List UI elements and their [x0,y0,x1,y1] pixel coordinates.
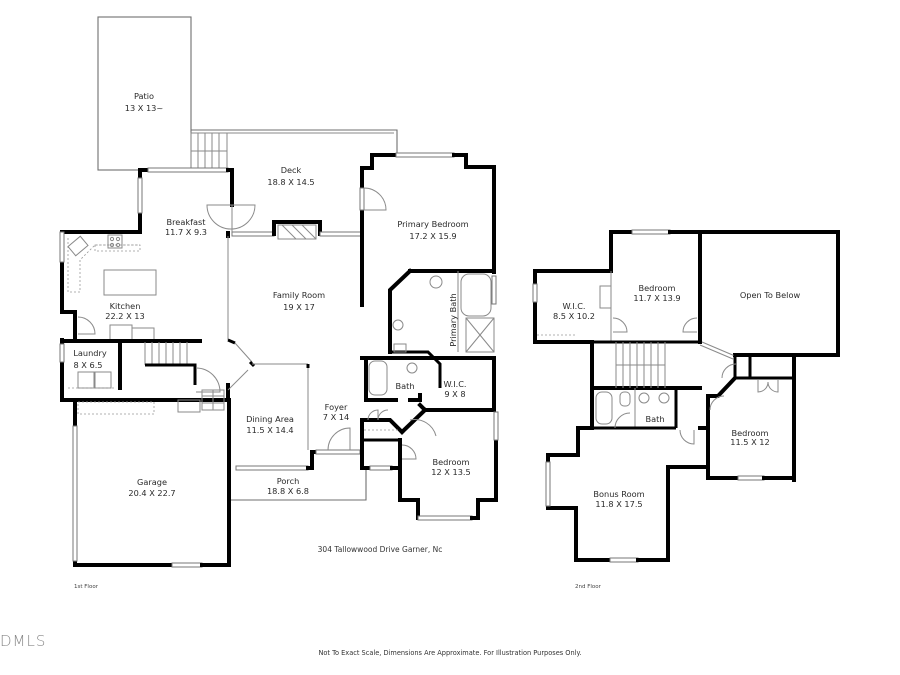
room-dims-bedroom-1: 12 X 13.5 [431,467,470,477]
fireplace [272,220,322,236]
kitchen-island [103,269,157,296]
second-floor-plan [532,229,840,563]
room-dims-laundry: 8 X 6.5 [73,360,102,370]
room-dims-bonus-room: 11.8 X 17.5 [595,499,642,509]
room-dims-garage: 20.4 X 22.7 [128,488,175,498]
breakfast-door [206,204,256,230]
room-name-bath-2: Bath [645,414,664,424]
room-name-bedroom-3: Bedroom [731,428,768,438]
room-dims-bedroom-3: 11.5 X 12 [730,437,769,447]
floor-label-2: 2nd Floor [575,584,602,590]
floor-label-1: 1st Floor [74,584,99,590]
room-name-bedroom-1: Bedroom [432,457,469,467]
upper-stairs [615,342,666,388]
room-dims-deck: 18.8 X 14.5 [267,177,314,187]
deck-stairs [190,132,228,171]
room-dims-patio: 13 X 13~ [125,103,164,113]
room-name-deck: Deck [281,165,302,175]
room-dims-family-room: 19 X 17 [283,302,315,312]
primary-bedroom-door [363,187,387,211]
property-address: 304 Tallowwood Drive Garner, Nc [318,545,443,554]
room-name-foyer: Foyer [325,402,348,412]
room-name-laundry: Laundry [73,348,107,358]
room-name-primary-bedroom: Primary Bedroom [397,219,468,229]
room-name-dining-area: Dining Area [246,414,294,424]
room-name-bonus-room: Bonus Room [593,489,644,499]
room-dims-kitchen: 22.2 X 13 [105,311,144,321]
room-dims-bedroom-2: 11.7 X 13.9 [633,293,680,303]
room-name-open-to-below: Open To Below [740,290,801,300]
room-name-wic-2: W.I.C. [562,301,585,311]
room-dims-dining-area: 11.5 X 14.4 [246,425,293,435]
room-dims-breakfast: 11.7 X 9.3 [165,227,207,237]
room-name-porch: Porch [277,476,300,486]
room-dims-primary-bedroom: 17.2 X 15.9 [409,231,456,241]
deck-outline [191,129,398,155]
front-door [327,427,351,451]
room-labels: Patio 13 X 13~ Deck 18.8 X 14.5 Breakfas… [73,91,800,657]
room-name-breakfast: Breakfast [167,217,207,227]
disclaimer: Not To Exact Scale, Dimensions Are Appro… [318,649,581,657]
room-dims-wic-2: 8.5 X 10.2 [553,311,595,321]
room-dims-foyer: 7 X 14 [323,412,349,422]
room-name-garage: Garage [137,477,167,487]
first-floor-plan [59,16,499,568]
room-name-bath-1: Bath [395,381,414,391]
room-dims-porch: 18.8 X 6.8 [267,486,309,496]
room-name-wic-1: W.I.C. [443,379,466,389]
room-dims-wic-1: 9 X 8 [444,389,465,399]
room-name-primary-bath: Primary Bath [448,293,458,346]
room-name-kitchen: Kitchen [110,301,141,311]
interior-stairs [144,342,225,411]
room-name-patio: Patio [134,91,154,101]
room-name-family-room: Family Room [273,290,325,300]
room-name-bedroom-2: Bedroom [638,283,675,293]
mls-logo: DMLS [0,632,47,650]
